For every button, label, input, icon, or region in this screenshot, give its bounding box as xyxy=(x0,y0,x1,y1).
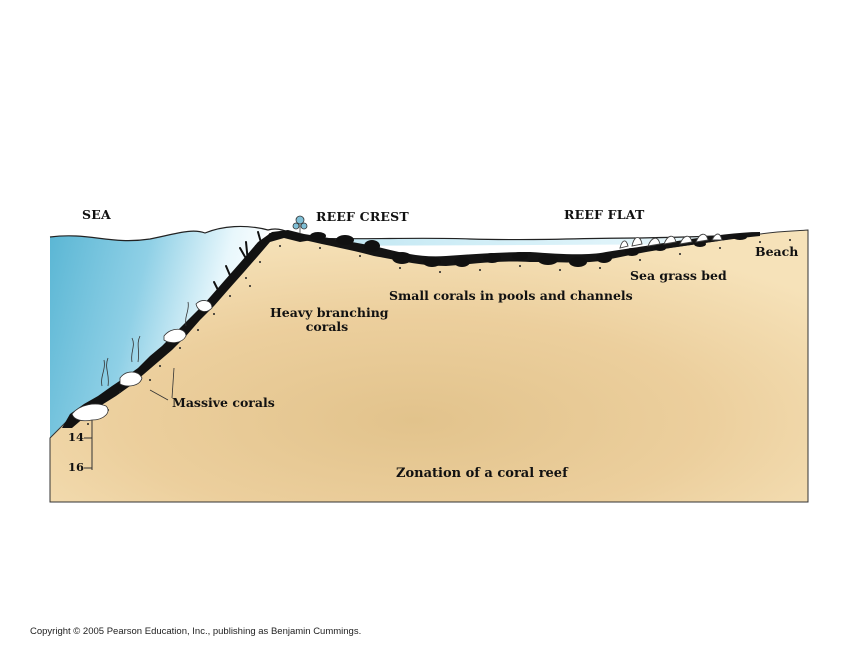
zone-label-reef-crest: REEF CREST xyxy=(316,210,409,224)
zone-label-sea: SEA xyxy=(82,208,111,222)
label-sea-grass-bed: Sea grass bed xyxy=(630,269,727,283)
label-heavy-branching-line1: Heavy branching xyxy=(270,306,384,320)
copyright-notice: Copyright © 2005 Pearson Education, Inc.… xyxy=(30,626,361,637)
zone-label-reef-flat: REEF FLAT xyxy=(564,208,644,222)
depth-tick-14: 14 xyxy=(68,431,84,444)
reef-crest-marker xyxy=(293,216,307,234)
depth-tick-16: 16 xyxy=(68,461,84,474)
label-heavy-branching-corals: Heavy branching corals xyxy=(270,306,384,335)
label-beach: Beach xyxy=(755,245,798,259)
label-small-corals: Small corals in pools and channels xyxy=(389,289,633,303)
label-massive-corals: Massive corals xyxy=(172,396,275,410)
label-heavy-branching-line2: corals xyxy=(270,320,384,334)
diagram-title: Zonation of a coral reef xyxy=(396,467,568,482)
